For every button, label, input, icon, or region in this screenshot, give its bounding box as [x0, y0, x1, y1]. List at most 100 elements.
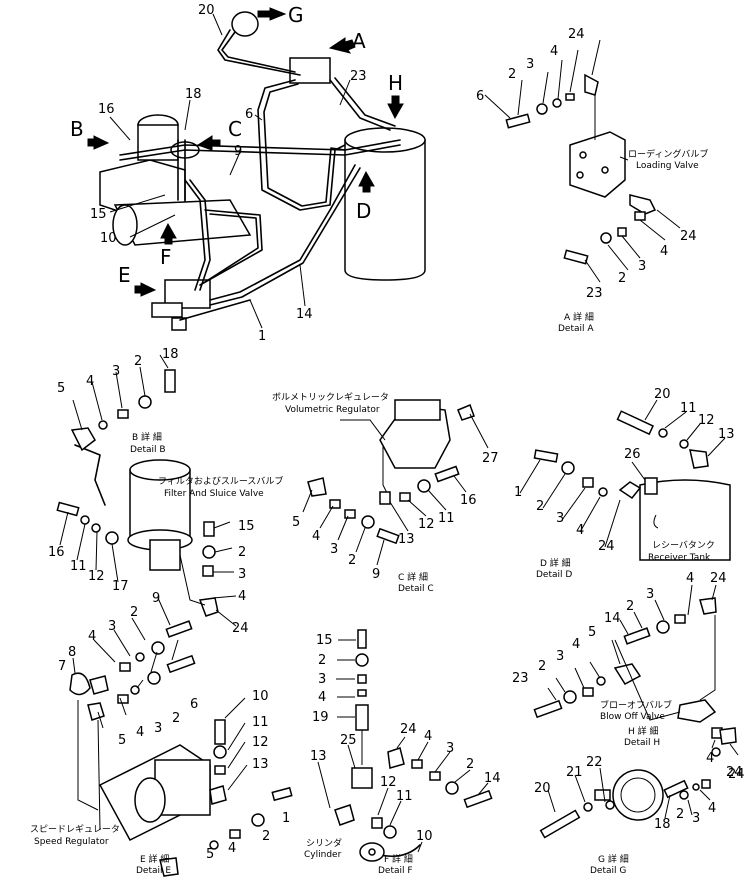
callout-label: 18	[654, 817, 671, 832]
detail-d-drawing	[519, 399, 731, 561]
callout-label: 3	[646, 587, 654, 602]
callout-label: 11	[680, 401, 697, 416]
callout-letter: A	[352, 29, 366, 53]
callout-label: 18	[162, 347, 179, 362]
callout-label: 6	[476, 89, 484, 104]
callout-label: 23	[512, 671, 529, 686]
detail-g-drawing	[539, 767, 711, 839]
callout-label: 12	[698, 413, 715, 428]
callout-label: 23	[586, 286, 603, 301]
callout-label: 3	[526, 57, 534, 72]
callout-label: 6	[245, 107, 253, 122]
callout-label: 16	[98, 102, 115, 117]
callout-letter: H	[388, 71, 403, 95]
blow-off-valve-en: Blow Off Valve	[600, 712, 665, 722]
callout-label: 12	[380, 775, 397, 790]
callout-label: 4	[238, 589, 246, 604]
callout-label: 12	[88, 569, 105, 584]
volumetric-regulator-jp: ボルメトリックレギュレータ	[272, 392, 389, 403]
callout-label: 19	[312, 710, 329, 725]
callout-label: 4	[550, 44, 558, 59]
callout-label: 4	[660, 244, 668, 259]
callout-label: 11	[252, 715, 269, 730]
callout-label: 20	[654, 387, 671, 402]
callout-label: 15	[238, 519, 255, 534]
callout-label: 3	[692, 811, 700, 826]
callout-label: 10	[100, 231, 117, 246]
callout-label: 14	[296, 307, 313, 322]
detail-f-title-jp: F 詳 細	[384, 853, 413, 865]
callout-label: 11	[396, 789, 413, 804]
callout-label: 3	[556, 511, 564, 526]
callout-label: 3	[154, 721, 162, 736]
callout-label: 13	[398, 532, 415, 547]
callout-label: 15	[316, 633, 333, 648]
callouts-detail-c: 27 16 11 12 13 5 4 3 2 9 C 詳 細 Detail C …	[272, 392, 499, 594]
callout-letter: F	[160, 245, 172, 269]
callout-letter: G	[288, 3, 304, 27]
detail-e-drawing	[69, 597, 293, 877]
callout-label: 26	[624, 447, 641, 462]
callout-label: 1	[258, 329, 266, 344]
main-assembly	[87, 7, 426, 331]
detail-h-drawing	[533, 584, 739, 757]
callout-label: 3	[112, 364, 120, 379]
callout-label: 6	[190, 697, 198, 712]
callouts-detail-f: 15 2 3 4 19 24 25 4 3 2 14 13 12 11 10 F…	[304, 633, 501, 876]
loading-valve-jp: ローディングバルブ	[628, 148, 708, 160]
detail-a-title-jp: A 詳 細	[564, 311, 594, 323]
callouts-top: 20 G A 23 H 6 16 18 B C 9 15 10 F D E 14…	[70, 3, 403, 344]
callout-label: 2	[536, 499, 544, 514]
callout-label: 2	[626, 599, 634, 614]
callout-label: 9	[152, 591, 160, 606]
detail-b-drawing	[56, 354, 237, 627]
callout-label: 4	[228, 841, 236, 856]
blow-off-valve-jp: ブローオフバルブ	[600, 699, 672, 711]
callout-label: 2	[318, 653, 326, 668]
callout-label: 4	[686, 571, 694, 586]
callout-label: 24	[680, 229, 697, 244]
callout-label: 13	[252, 757, 269, 772]
callout-label: 2	[262, 829, 270, 844]
receiver-tank-en: Receiver Tank	[648, 553, 711, 563]
callout-letter: E	[118, 263, 131, 287]
callouts-detail-a: 6 2 3 4 24 24 4 3 2 23 A 詳 細 Detail A ロー…	[476, 27, 708, 334]
callout-label: 13	[310, 749, 327, 764]
callout-label: 7	[58, 659, 66, 674]
callout-label: 2	[466, 757, 474, 772]
callout-label: 3	[108, 619, 116, 634]
callout-label: 1	[514, 485, 522, 500]
callout-label: 2	[348, 553, 356, 568]
callout-label: 10	[416, 829, 433, 844]
callouts-detail-e: 9 2 3 4 8 7 6 2 3 4 5 10 11 12 13 1 2 4 …	[30, 591, 290, 876]
detail-a-title-en: Detail A	[558, 324, 594, 334]
callout-label: 3	[446, 741, 454, 756]
callout-label: 2	[508, 67, 516, 82]
callout-label: 13	[718, 427, 735, 442]
callout-label: 16	[460, 493, 477, 508]
callout-label: 11	[438, 511, 455, 526]
callout-label: 22	[586, 755, 603, 770]
callout-label: 4	[86, 374, 94, 389]
callout-label: 4	[706, 751, 714, 766]
callout-label: 20	[534, 781, 551, 796]
callout-label: 23	[350, 69, 367, 84]
callout-label: 27	[482, 451, 499, 466]
callout-label: 2	[538, 659, 546, 674]
callouts-detail-d: 20 11 12 13 26 1 2 3 4 24 D 詳 細 Detail D…	[514, 387, 735, 580]
callout-label: 3	[330, 542, 338, 557]
detail-a-drawing	[484, 39, 681, 283]
callout-letter: B	[70, 117, 84, 141]
callout-label: 1	[282, 811, 290, 826]
callout-label: 9	[372, 567, 380, 582]
callout-label: 24	[568, 27, 585, 42]
callout-label: 24	[726, 765, 743, 780]
detail-d-title-en: Detail D	[536, 570, 572, 580]
callout-label: 2	[676, 807, 684, 822]
callout-label: 17	[112, 579, 129, 594]
callout-label: 4	[88, 629, 96, 644]
callout-label: 24	[598, 539, 615, 554]
callout-label: 2	[172, 711, 180, 726]
callout-label: 4	[136, 725, 144, 740]
